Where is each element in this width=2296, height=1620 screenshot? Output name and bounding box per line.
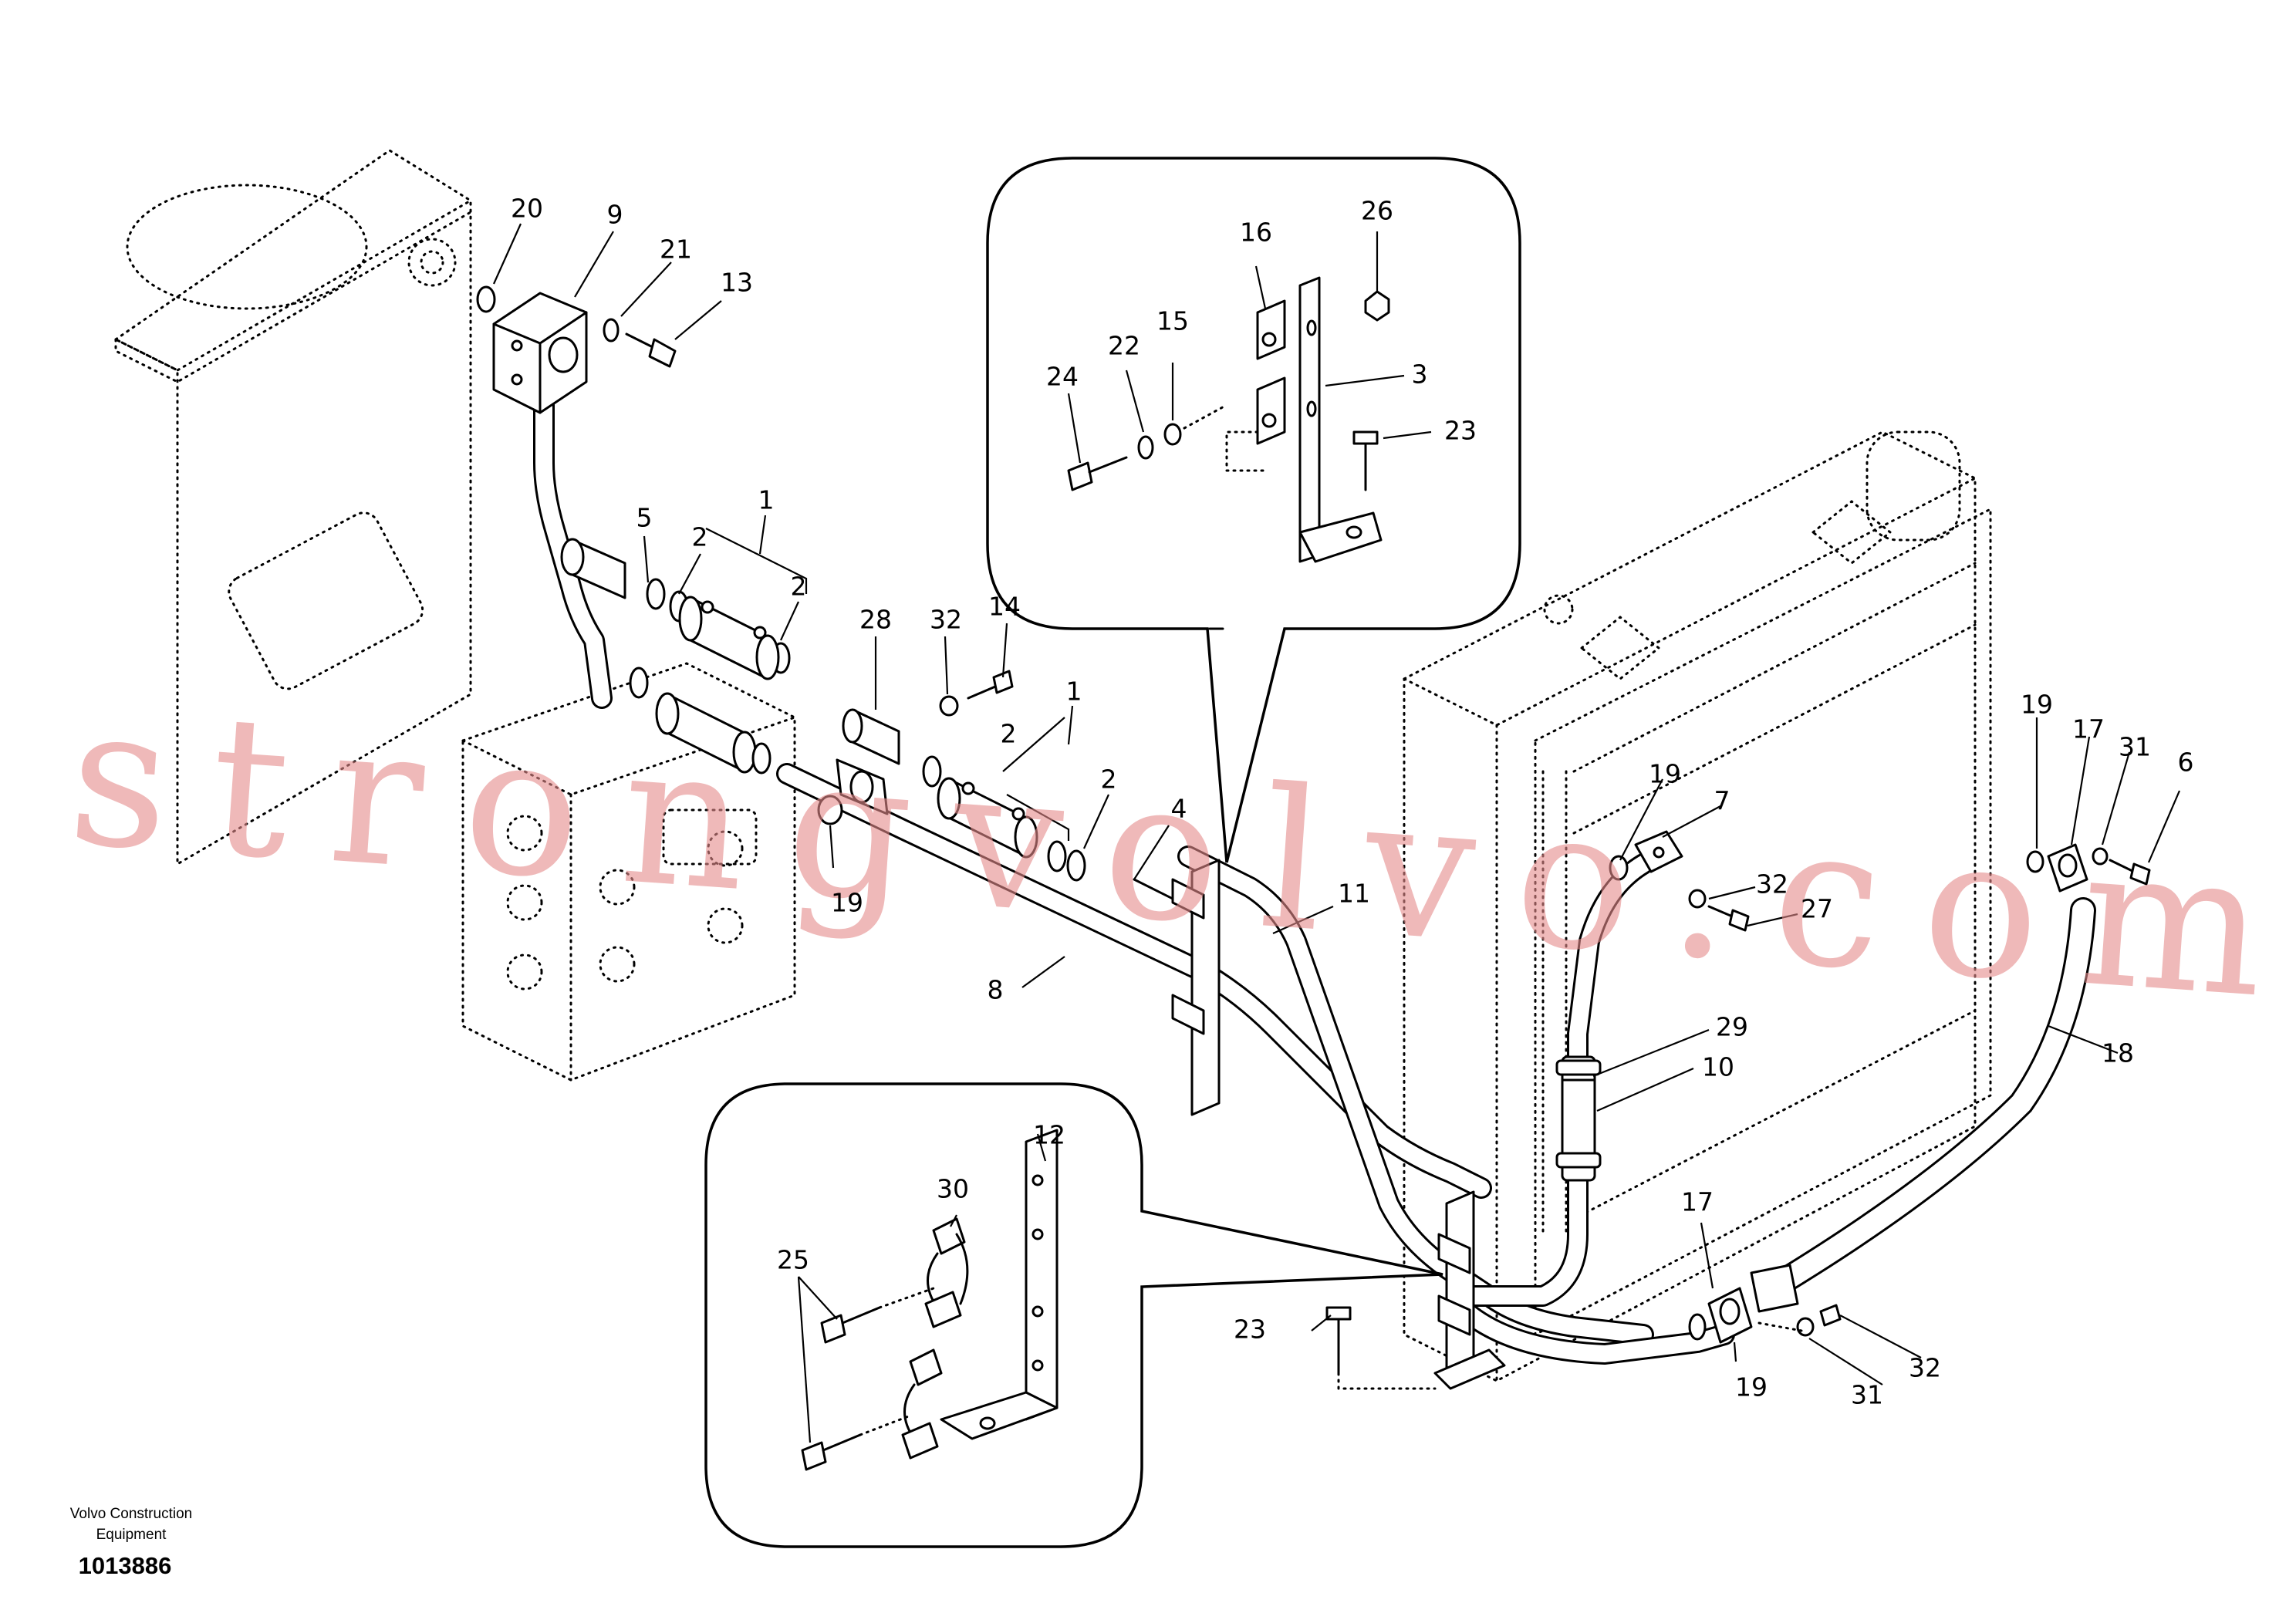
- bolt-13: [625, 332, 677, 368]
- bracket-3-installed: [1171, 859, 1221, 1116]
- part-label-7: 7: [1714, 786, 1730, 816]
- part-label-3: 3: [1412, 359, 1428, 390]
- document-number: 1013886: [79, 1552, 172, 1579]
- part-label-19-b: 19: [1649, 759, 1681, 789]
- credit-line-2: Equipment: [96, 1527, 167, 1543]
- nut-32-upper: [939, 695, 959, 717]
- bolt-27: [1707, 905, 1750, 932]
- watermark: strongvolvo.com: [62, 663, 2271, 1040]
- pipe-lower-return: [1455, 1301, 1735, 1365]
- part-label-6: 6: [2178, 748, 2194, 778]
- part-label-32-a: 32: [930, 605, 962, 635]
- part-label-16: 16: [1240, 218, 1272, 248]
- hose-fitting-5: [560, 538, 626, 599]
- part-label-21: 21: [660, 235, 692, 265]
- part-label-23-b: 23: [1234, 1315, 1266, 1345]
- credit-line-1: Volvo Construction: [70, 1506, 192, 1522]
- washer-31-upper: [2092, 847, 2109, 866]
- adapter-block-9: [492, 292, 588, 414]
- o-ring-20: [476, 285, 496, 313]
- fitting-28: [842, 708, 900, 765]
- part-label-23-a: 23: [1444, 416, 1477, 446]
- part-label-2-c: 2: [1001, 719, 1017, 749]
- part-label-30: 30: [937, 1174, 969, 1204]
- washer-21: [603, 318, 620, 343]
- part-label-1-a: 1: [758, 485, 775, 515]
- part-label-19-c: 19: [2021, 690, 2053, 720]
- part-label-10: 10: [1702, 1052, 1734, 1082]
- bolt-32-lower: [1757, 1304, 1842, 1332]
- part-label-11: 11: [1338, 879, 1370, 909]
- callout-detail-bracket-12: [704, 1082, 1443, 1548]
- part-label-9: 9: [607, 200, 623, 230]
- part-label-19-d: 19: [1735, 1372, 1768, 1402]
- part-label-31-a: 31: [2119, 732, 2151, 762]
- part-label-17-b: 17: [1681, 1187, 1714, 1217]
- part-label-15: 15: [1156, 306, 1189, 336]
- callout-detail-bracket-3: [986, 157, 1521, 863]
- part-label-32-b: 32: [1756, 869, 1788, 899]
- leader-lines: [492, 223, 2181, 1443]
- part-label-12: 12: [1033, 1120, 1065, 1150]
- o-ring-19-left: [817, 795, 843, 825]
- part-label-8: 8: [988, 975, 1004, 1005]
- part-label-17-a: 17: [2072, 714, 2105, 744]
- part-label-32-c: 32: [1909, 1353, 1941, 1383]
- part-label-2-b: 2: [791, 572, 807, 602]
- bracket-12-installed: [1433, 1190, 1506, 1390]
- washer-31-lower: [1796, 1317, 1815, 1337]
- hose-18: [1765, 897, 2096, 1298]
- part-label-28: 28: [859, 605, 892, 635]
- bolt-6: [2109, 859, 2151, 886]
- bolt-23-lower: [1325, 1306, 1437, 1390]
- part-label-22: 22: [1108, 331, 1140, 361]
- hose-assembly-1-lower-right: [922, 755, 1086, 882]
- oil-cooler-radiator: [1403, 430, 1992, 1382]
- part-label-1-b: 1: [1066, 677, 1082, 707]
- hydraulic-tank: [113, 149, 472, 866]
- hose-fitting-18-lower: [1750, 1264, 1799, 1313]
- flange-17-upper: [2047, 843, 2088, 893]
- part-label-14: 14: [988, 592, 1021, 622]
- o-ring-19-lower: [1688, 1313, 1707, 1341]
- bolt-14: [967, 670, 1014, 700]
- part-label-31-b: 31: [1851, 1380, 1883, 1410]
- part-label-27: 27: [1801, 894, 1833, 924]
- pipe-10: [1455, 853, 1654, 1307]
- part-label-13: 13: [721, 268, 753, 298]
- part-label-4: 4: [1171, 794, 1187, 824]
- hose-assembly-1-lower-left: [629, 667, 772, 775]
- flange-17-lower: [1707, 1287, 1753, 1344]
- o-ring-19-upper-right: [2026, 850, 2044, 873]
- flange-plate: [836, 758, 889, 815]
- pipe-11: [1177, 845, 1654, 1345]
- part-label-25: 25: [777, 1245, 809, 1275]
- part-labels: 20 9 21 13 5 2 1 2 28 32 14 1 2 2 4 19 8…: [511, 194, 2194, 1410]
- band-clamp-29: [1555, 1059, 1602, 1169]
- part-label-20: 20: [511, 194, 543, 224]
- pipe-9: [533, 356, 613, 709]
- part-label-19-a: 19: [831, 888, 863, 918]
- part-label-18: 18: [2102, 1038, 2134, 1068]
- hose-assembly-1-upper: [678, 596, 780, 680]
- part-label-26: 26: [1361, 196, 1393, 226]
- o-ring-19-cooler: [1609, 855, 1629, 881]
- nut-32-middle: [1688, 889, 1707, 909]
- part-label-2-d: 2: [1101, 764, 1117, 795]
- part-label-24: 24: [1046, 362, 1079, 392]
- part-label-5: 5: [636, 503, 653, 533]
- part-label-29: 29: [1716, 1012, 1748, 1042]
- clamp-7: [1634, 830, 1683, 873]
- part-label-2-a: 2: [692, 522, 708, 552]
- credit-block: Volvo Construction Equipment 1013886: [70, 1506, 192, 1579]
